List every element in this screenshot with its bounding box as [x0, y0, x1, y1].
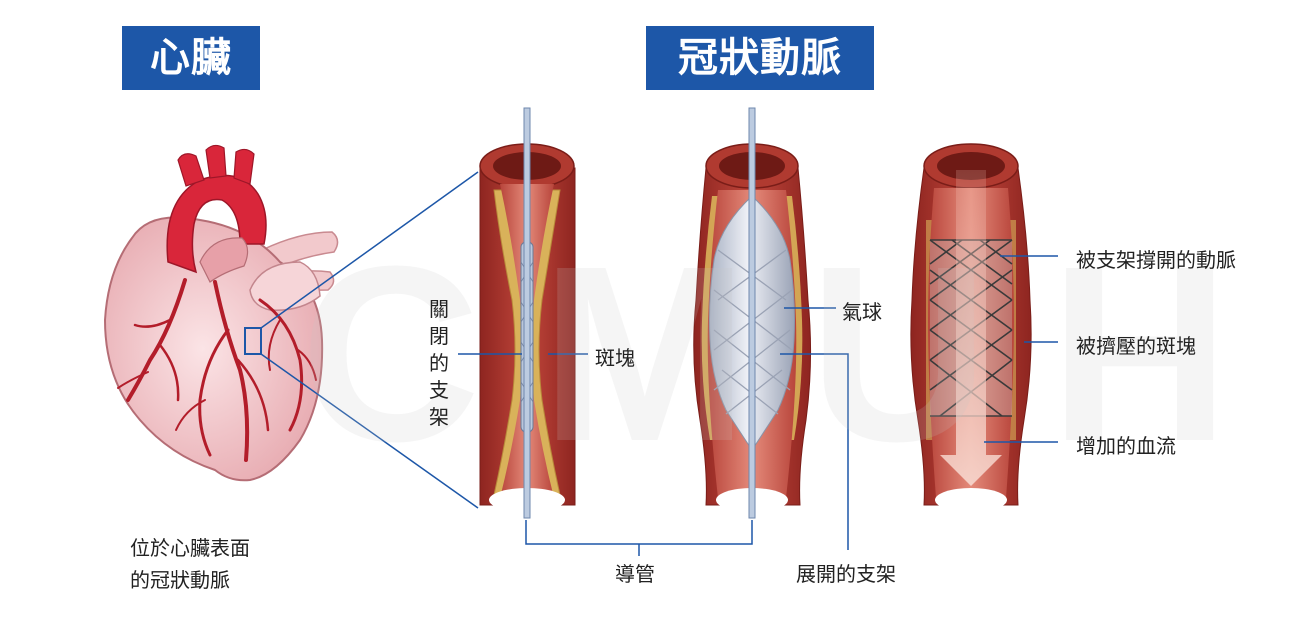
catheter-label: 導管	[615, 562, 655, 586]
highlight-box	[244, 327, 262, 355]
closed-stent-label: 關 閉 的 支 架	[429, 297, 449, 429]
heart-title: 心臟	[122, 26, 260, 90]
artery-closed-stent	[479, 107, 576, 519]
coronary-arteries	[117, 278, 317, 462]
increased-flow-label: 增加的血流	[1076, 434, 1176, 458]
artery-balloon	[693, 107, 812, 519]
stented-artery-label: 被支架撐開的動脈	[1076, 248, 1236, 272]
leader-lines	[458, 255, 1058, 556]
artery-opened	[910, 143, 1032, 512]
heart-caption-line2: 的冠狀動脈	[130, 568, 230, 592]
compressed-plaque-label: 被擠壓的斑塊	[1076, 334, 1196, 358]
balloon-label: 氣球	[842, 300, 882, 324]
zoom-line-top	[260, 171, 479, 329]
expanded-stent-label: 展開的支架	[796, 562, 896, 586]
plaque-label: 斑塊	[595, 346, 635, 370]
blood-flow-arrow	[940, 170, 1002, 486]
heart-illustration	[103, 144, 339, 482]
coronary-artery-title: 冠狀動脈	[646, 26, 874, 90]
heart-caption-line1: 位於心臟表面	[130, 536, 250, 560]
zoom-line-bottom	[260, 353, 479, 509]
